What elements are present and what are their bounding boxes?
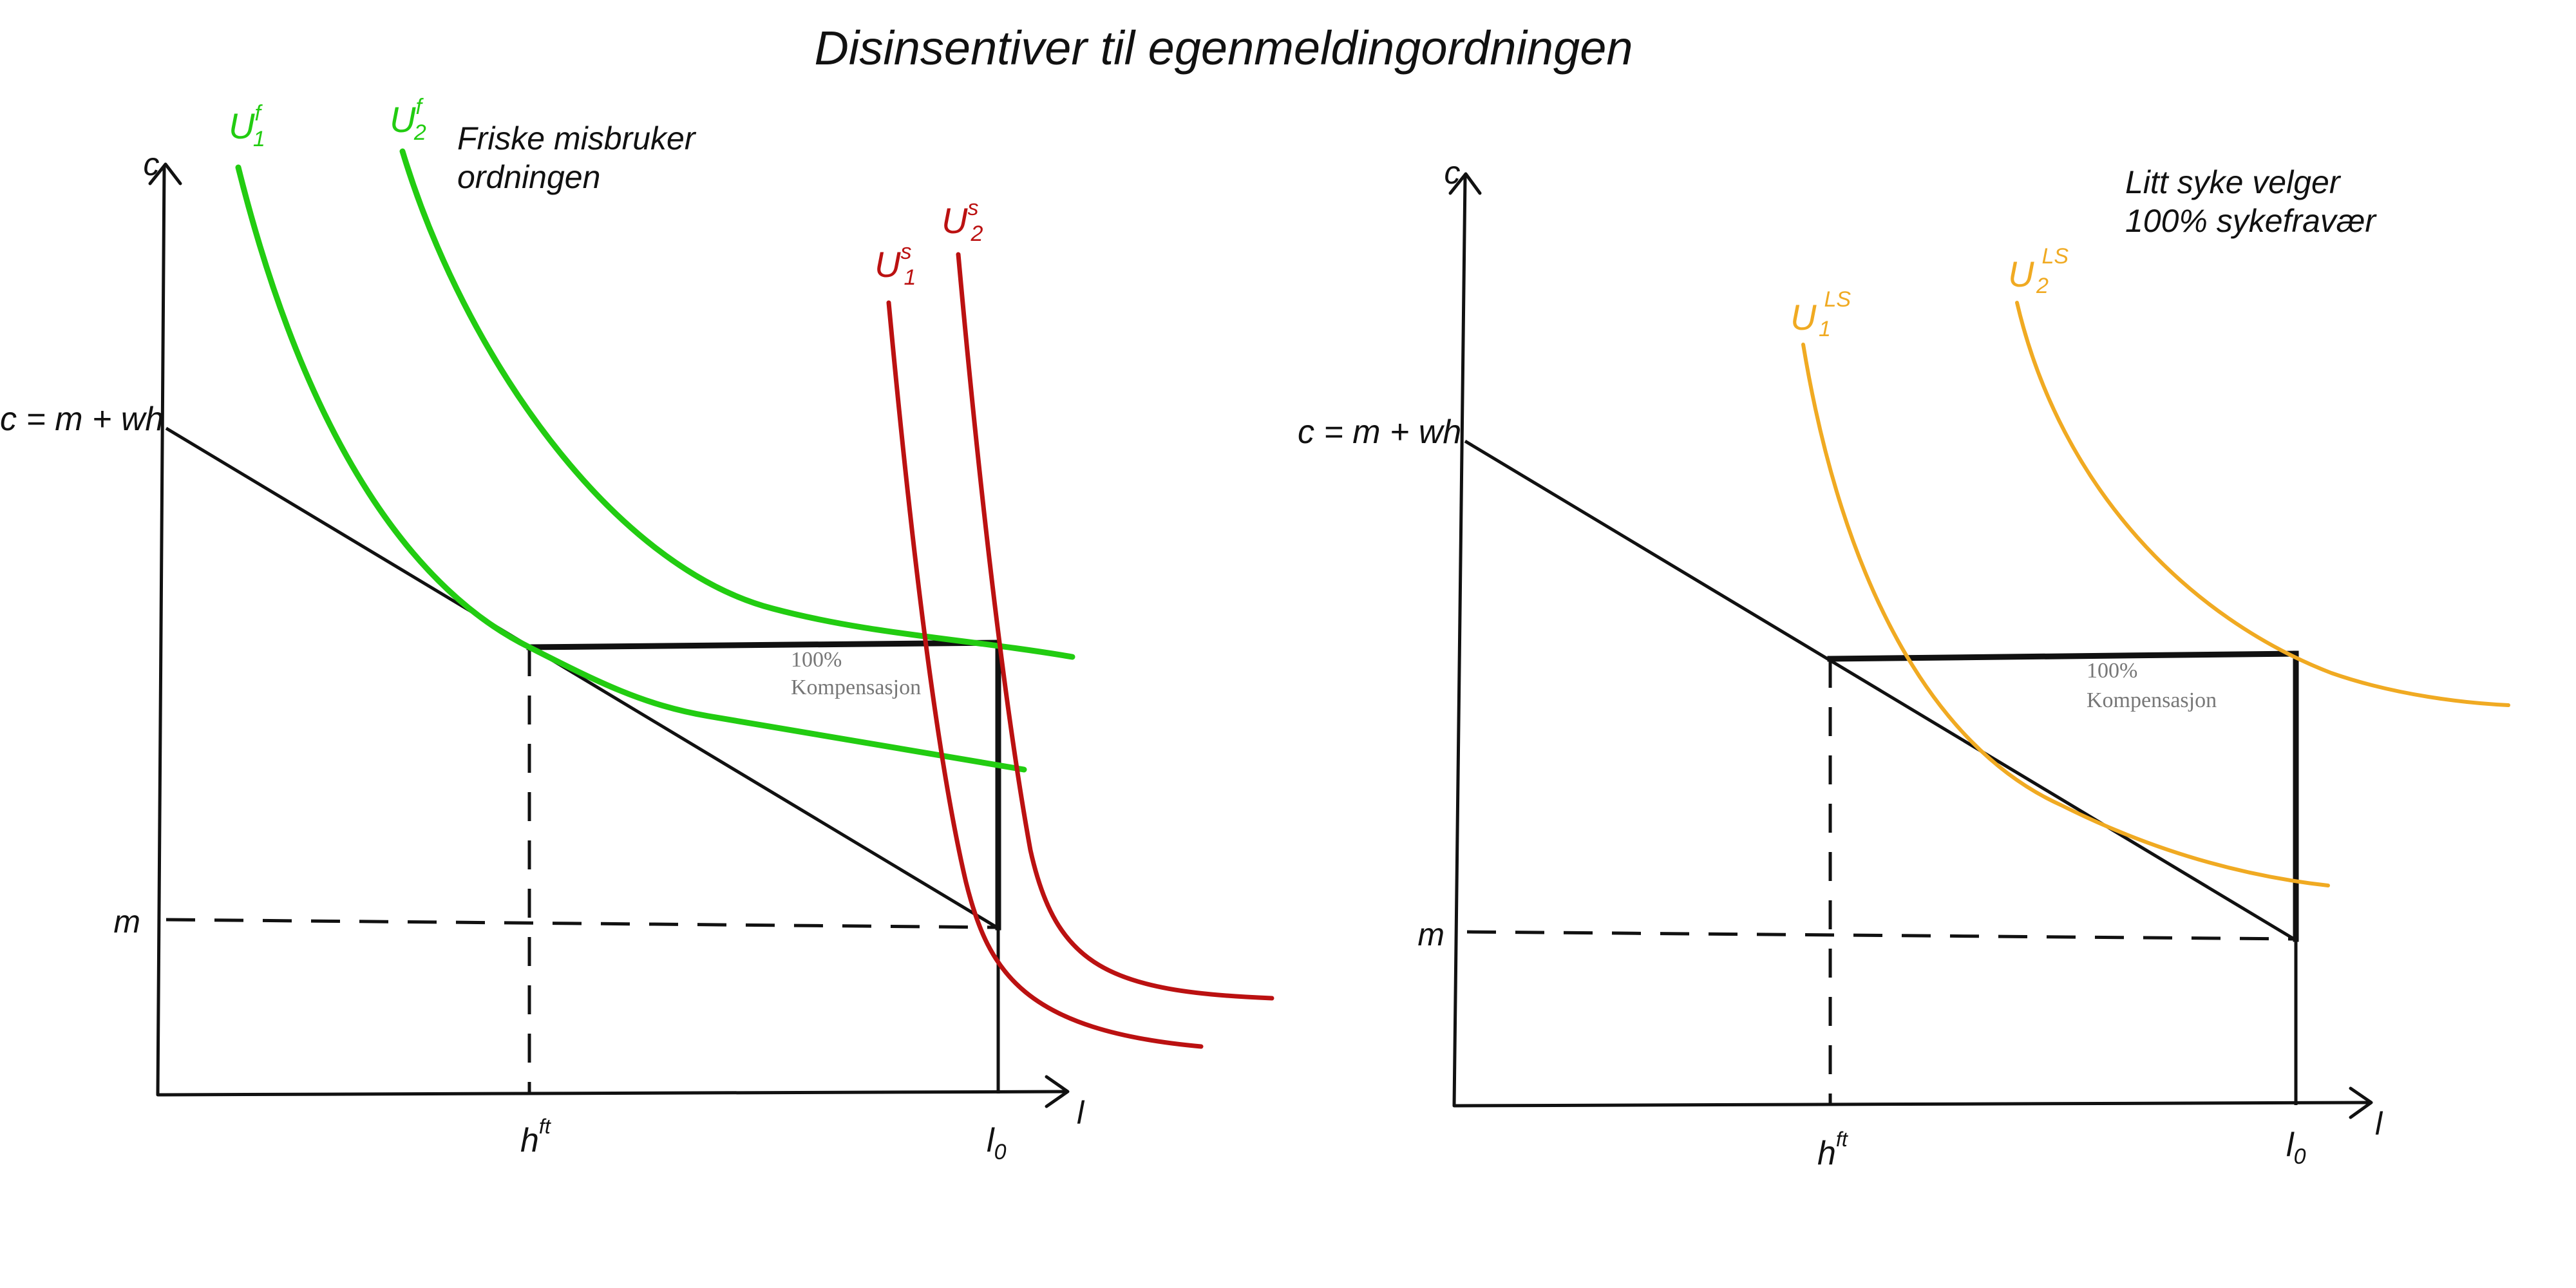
right-caption-line2: 100% sykefravær [2125, 203, 2377, 239]
right-budget-line [1464, 439, 2295, 941]
left-l0-label: l0 [987, 1122, 1007, 1164]
left-curve-u2s [956, 252, 1274, 1001]
left-curve-u1f [235, 164, 1027, 773]
right-m-label: m [1417, 916, 1444, 952]
left-m-guide [166, 918, 998, 929]
right-h-label: hft [1817, 1128, 1848, 1172]
left-x-axis-label: l [1077, 1095, 1085, 1131]
right-y-axis-label: c [1444, 155, 1461, 191]
left-budget-line [165, 426, 998, 929]
right-x-arrowhead [2349, 1086, 2373, 1119]
right-panel: c l c = m + wh m hft l0 100% Kompensasjo… [1298, 155, 2510, 1172]
right-comp-line1: 100% [2087, 659, 2137, 683]
left-comp-line2: Kompensasjon [791, 676, 921, 699]
right-comp-line2: Kompensasjon [2087, 688, 2217, 712]
left-m-label: m [113, 904, 140, 940]
left-axes [156, 166, 1068, 1097]
right-axes [1452, 175, 2372, 1108]
right-y-arrowhead [1448, 172, 1482, 195]
page-title: Disinsentiver til egenmeldingordningen [814, 21, 1633, 75]
right-m-guide [1466, 930, 2295, 941]
right-l0-label: l0 [2286, 1126, 2306, 1169]
left-caption-line1: Friske misbruker [457, 120, 697, 156]
left-x-arrowhead [1045, 1075, 1070, 1108]
right-compensation-line [1827, 650, 2299, 662]
left-comp-line1: 100% [791, 648, 842, 672]
left-panel: c l c = m + wh m hft l0 100% Kompensasjo… [0, 95, 1274, 1164]
left-y-axis-label: c [144, 146, 160, 182]
right-budget-label: c = m + wh [1298, 413, 1461, 451]
left-y-arrowhead [148, 162, 182, 185]
left-curve-u1s [886, 300, 1204, 1049]
right-curve-u1ls [1801, 343, 2330, 887]
right-x-axis-label: l [2375, 1106, 2383, 1142]
right-caption-line1: Litt syke velger [2125, 164, 2342, 200]
left-budget-label: c = m + wh [0, 401, 164, 438]
left-curve-u2f [399, 148, 1075, 660]
left-compensation-line [526, 639, 1001, 650]
right-curve-u2ls [2015, 301, 2510, 707]
left-h-label: hft [520, 1115, 551, 1159]
left-caption-line2: ordningen [457, 159, 600, 195]
